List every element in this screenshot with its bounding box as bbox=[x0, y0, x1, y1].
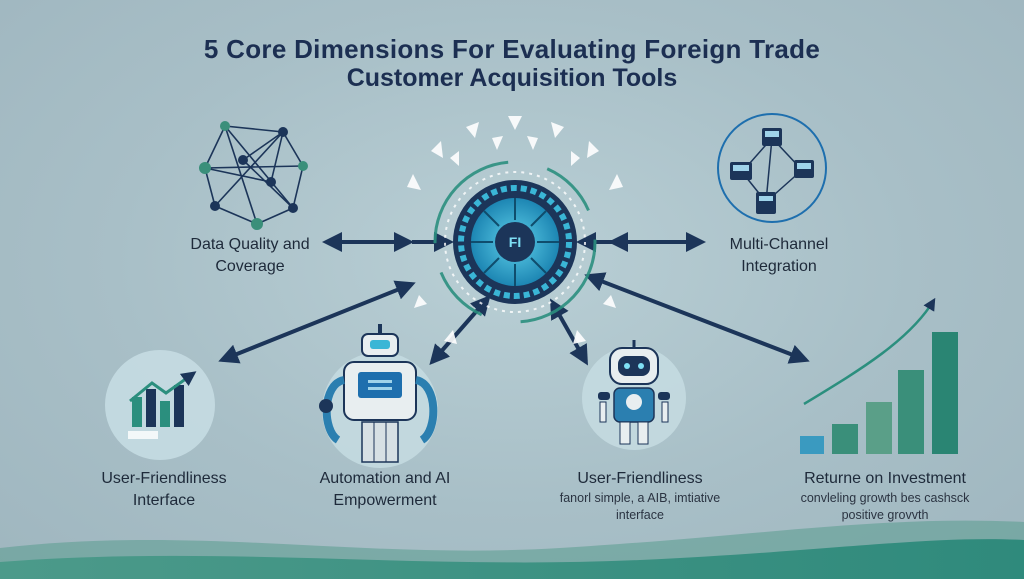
sub-line: positive grovvth bbox=[841, 508, 929, 522]
label-line: Automation and AI bbox=[319, 470, 451, 487]
sub-line: interface bbox=[616, 508, 664, 522]
title-line-2: Customer Acquisition Tools bbox=[346, 64, 678, 92]
label-user-friendliness-right: User-Friendliness bbox=[545, 468, 735, 490]
label-line: Integration bbox=[741, 258, 817, 275]
robot-icon bbox=[319, 324, 438, 468]
arrow-user-friendliness-left bbox=[218, 280, 416, 364]
growth-chart-icon bbox=[800, 297, 958, 454]
label-line: Coverage bbox=[215, 258, 285, 275]
channel-network-icon bbox=[717, 113, 827, 223]
label-line: Multi-Channel bbox=[729, 236, 829, 253]
hub-label: FI bbox=[509, 234, 521, 250]
label-line: Returne on Investment bbox=[804, 470, 966, 487]
label-data-quality: Data Quality and Coverage bbox=[170, 234, 330, 278]
label-line: User-Friendliness bbox=[577, 470, 703, 487]
label-line: User-Friendliness bbox=[101, 470, 227, 487]
radiating-triangles bbox=[407, 116, 623, 344]
bar-chart-icon bbox=[105, 350, 215, 460]
label-automation-ai: Automation and AI Empowerment bbox=[300, 468, 470, 512]
connector-arrows bbox=[218, 232, 810, 366]
sub-line: fanorl simple, a AIB, imtiative bbox=[559, 491, 721, 505]
arrow-roi bbox=[584, 272, 810, 364]
title-line-1: 5 Core Dimensions For Evaluating Foreign… bbox=[203, 34, 821, 64]
bottom-wave bbox=[0, 520, 1024, 579]
sub-line: convleling growth bes cashsck bbox=[800, 491, 970, 505]
sub-user-friendliness-right: fanorl simple, a AIB, imtiative interfac… bbox=[530, 490, 750, 524]
arrow-user-friendliness-right bbox=[550, 298, 588, 366]
arrow-automation bbox=[429, 294, 491, 366]
label-line: Data Quality and bbox=[190, 236, 310, 253]
network-globe-icon bbox=[199, 121, 308, 230]
small-robot-icon bbox=[582, 340, 686, 450]
label-multi-channel: Multi-Channel Integration bbox=[704, 234, 854, 278]
label-roi: Returne on Investment bbox=[775, 468, 995, 490]
central-hub: FI bbox=[407, 116, 623, 344]
sub-roi: convleling growth bes cashsck positive g… bbox=[770, 490, 1000, 524]
label-line: Empowerment bbox=[333, 492, 437, 509]
label-line: Interface bbox=[132, 492, 196, 509]
label-user-friendliness-left: User-Friendliness Interface bbox=[84, 468, 244, 512]
